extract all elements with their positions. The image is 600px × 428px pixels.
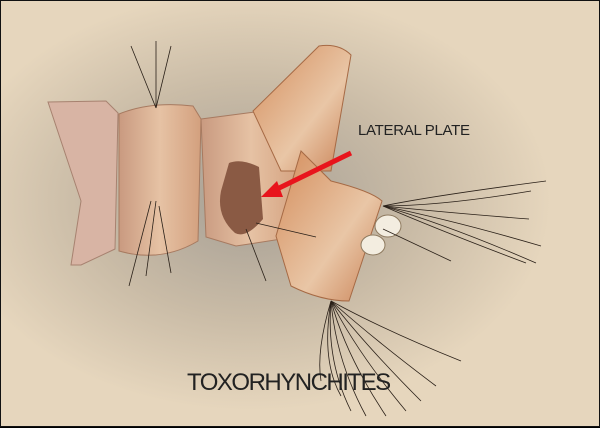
lateral-plate-shape bbox=[219, 161, 263, 235]
arrow-icon bbox=[261, 150, 353, 197]
lateral-plate-label: LATERAL PLATE bbox=[358, 122, 470, 139]
species-title: TOXORHYNCHITES bbox=[187, 369, 391, 396]
